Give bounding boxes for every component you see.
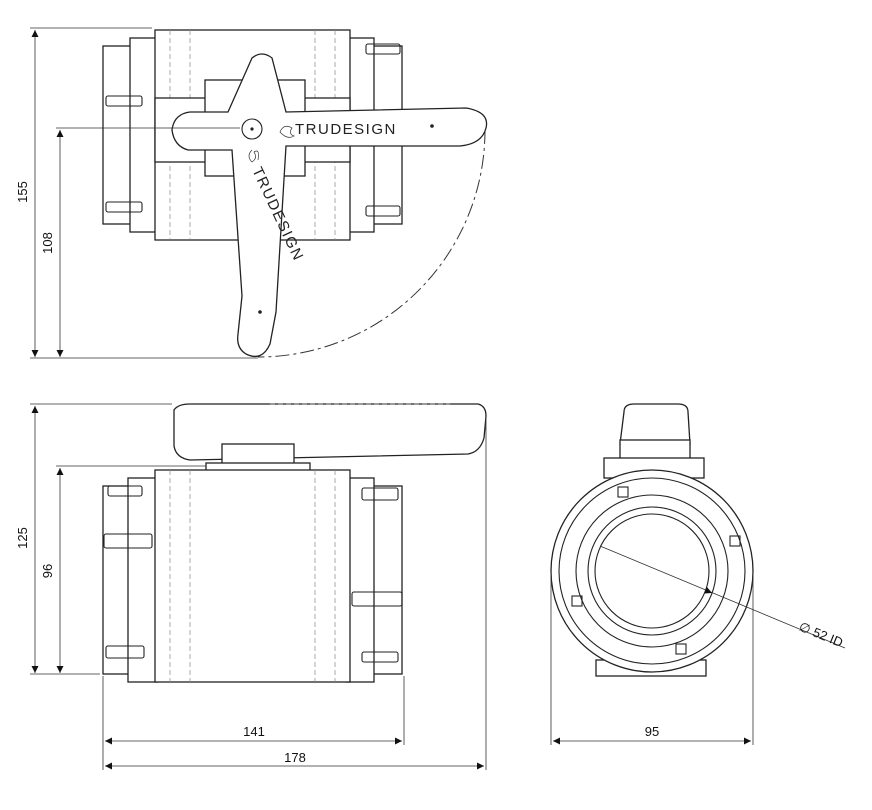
- brand-logo-horizontal: TRUDESIGN: [279, 121, 434, 138]
- side-view: ∅ 52 ID 95: [550, 403, 845, 745]
- top-view: TRUDESIGN TRUDESIGN 155 108: [15, 27, 488, 359]
- dim-front-body-length: 141: [243, 724, 265, 739]
- dim-side-width: 95: [645, 724, 659, 739]
- dim-top-overall-height: 155: [15, 181, 30, 203]
- dim-front-overall-length: 178: [284, 750, 306, 765]
- dim-bore-diameter: ∅ 52 ID: [797, 619, 845, 650]
- dim-front-overall-height: 125: [15, 527, 30, 549]
- brand-text-horizontal: TRUDESIGN: [295, 121, 397, 138]
- dim-top-center-height: 108: [40, 232, 55, 254]
- front-view: 125 96 141 178: [15, 403, 487, 770]
- dim-front-body-height: 96: [40, 564, 55, 578]
